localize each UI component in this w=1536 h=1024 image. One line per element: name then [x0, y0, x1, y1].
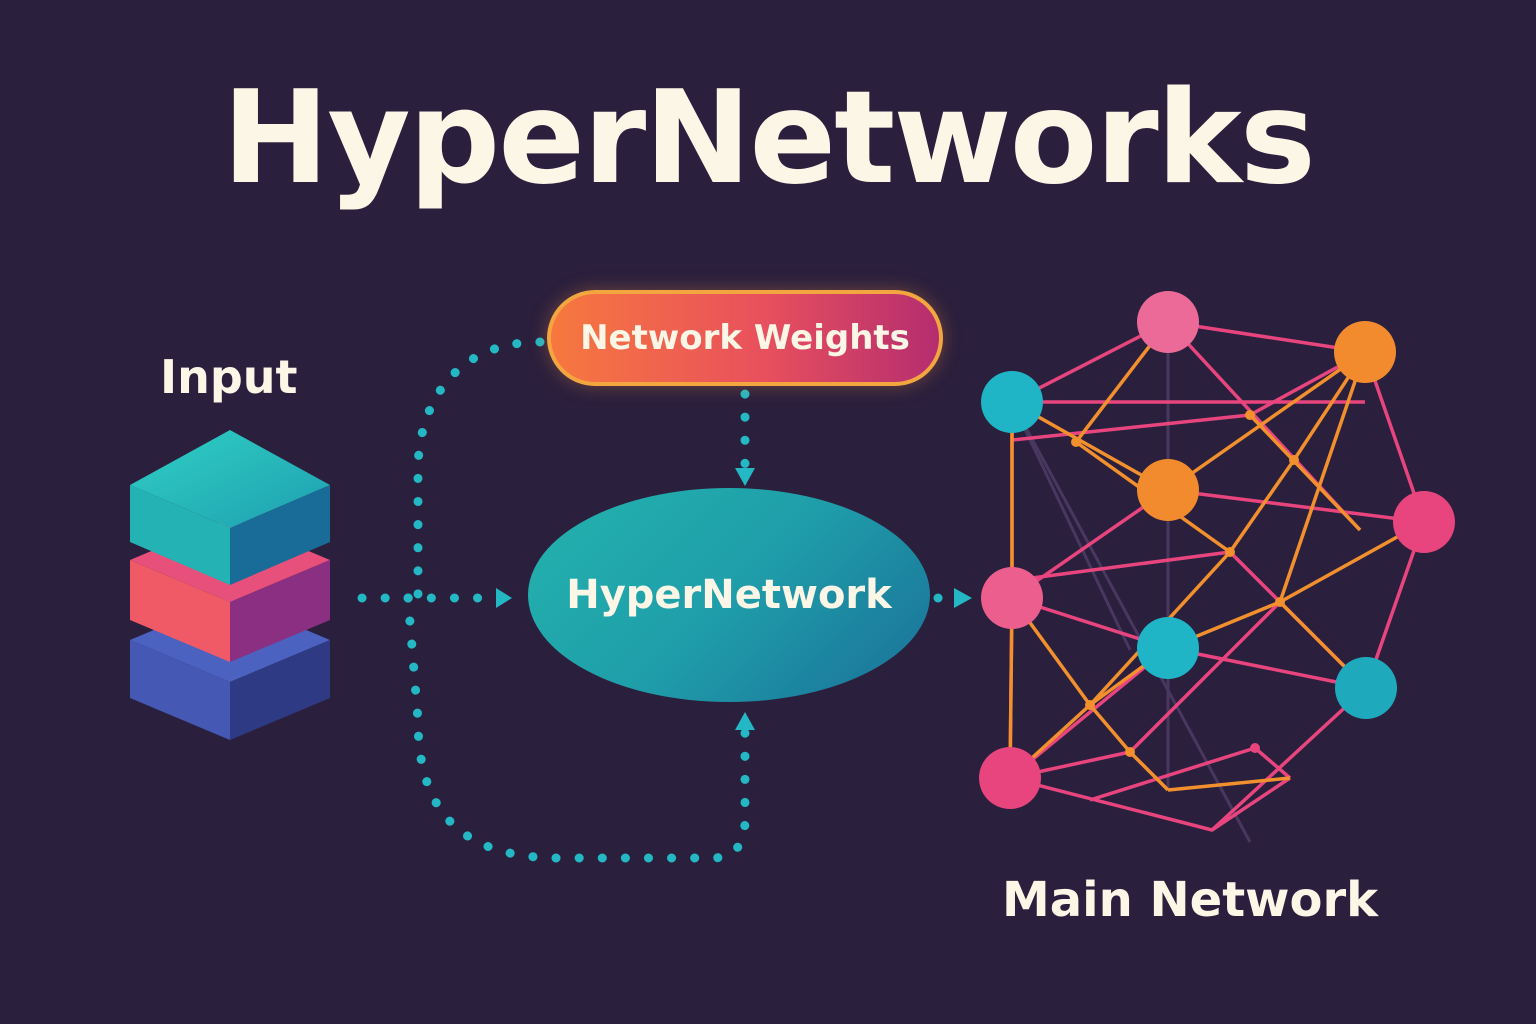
input-label: Input	[160, 350, 298, 404]
node-teal-top-left	[981, 371, 1043, 433]
arrowheads	[496, 468, 972, 730]
connector-input-to-weights	[413, 337, 545, 603]
node-pink-left	[981, 567, 1043, 629]
node-teal-right	[1335, 657, 1397, 719]
node-teal-center	[1137, 617, 1199, 679]
node-orange-center	[1137, 459, 1199, 521]
arrow-to-hypernetwork-left	[496, 588, 512, 608]
input-layer-top	[130, 430, 330, 585]
main-network-label: Main Network	[1002, 872, 1379, 928]
main-network-pink-edges	[1008, 320, 1426, 832]
network-weights-label: Network Weights	[580, 318, 910, 358]
hypernetwork-ellipse: HyperNetwork	[528, 488, 930, 702]
arrow-to-hypernetwork-bottom	[735, 712, 755, 730]
dotted-connectors	[357, 337, 957, 863]
main-network-faint-edges	[1010, 322, 1252, 843]
input-layer-stack	[130, 430, 330, 740]
node-orange-top-right	[1334, 321, 1396, 383]
hypernetwork-label: HyperNetwork	[566, 572, 892, 618]
node-pink-right	[1393, 491, 1455, 553]
node-pink-bottom-left	[979, 747, 1041, 809]
arrow-to-main-network	[954, 588, 972, 608]
main-network-junctions	[1071, 410, 1299, 757]
node-pink-top	[1137, 291, 1199, 353]
main-network-graph	[979, 291, 1455, 843]
main-network-nodes	[979, 291, 1455, 809]
arrow-to-hypernetwork-top	[735, 468, 755, 486]
page-title: HyperNetworks	[222, 64, 1316, 213]
network-weights-pill: Network Weights	[547, 290, 943, 386]
